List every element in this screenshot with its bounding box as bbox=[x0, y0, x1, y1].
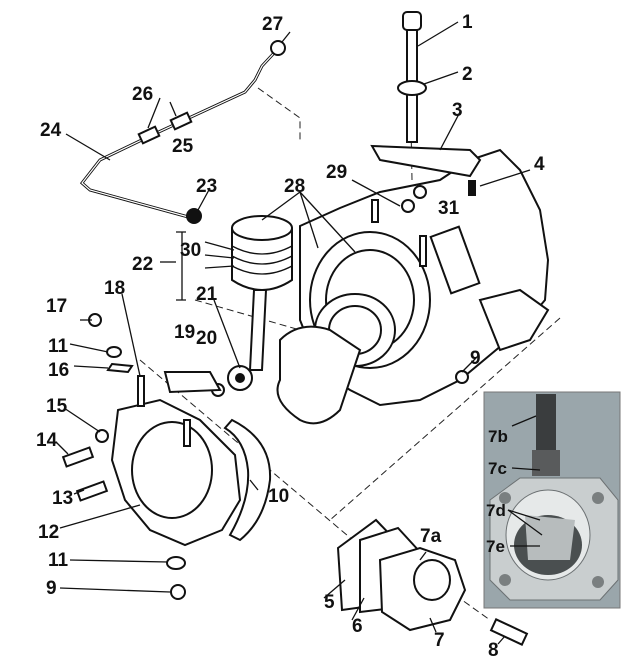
washer-2 bbox=[397, 80, 427, 96]
nut-29 bbox=[401, 199, 415, 213]
label-28: 28 bbox=[284, 176, 305, 197]
label-2: 2 bbox=[462, 64, 473, 85]
stud-18 bbox=[137, 375, 145, 407]
piston-assembly bbox=[211, 215, 362, 425]
inset-label-7b: 7b bbox=[488, 427, 508, 446]
label-10: 10 bbox=[268, 486, 289, 507]
inset-photo bbox=[483, 391, 621, 609]
inset-label-7d: 7d bbox=[486, 501, 506, 520]
label-22: 22 bbox=[132, 254, 153, 275]
stud-28 bbox=[371, 199, 379, 223]
washer-11-top bbox=[106, 346, 122, 358]
pipe-union-nut bbox=[270, 40, 286, 56]
long-bolt bbox=[397, 11, 427, 143]
nut-9-bottom bbox=[170, 584, 186, 600]
leader-lines bbox=[55, 21, 531, 645]
pipe-banjo-23 bbox=[186, 208, 202, 224]
inset-label-7c: 7c bbox=[488, 459, 507, 478]
label-12: 12 bbox=[38, 522, 59, 543]
label-18: 18 bbox=[104, 278, 125, 299]
label-9-bottom: 9 bbox=[46, 578, 57, 599]
label-20: 20 bbox=[196, 328, 217, 349]
label-30: 30 bbox=[180, 240, 201, 261]
gasket-10 bbox=[223, 418, 272, 542]
label-9-right: 9 bbox=[470, 348, 481, 369]
label-17: 17 bbox=[46, 296, 67, 317]
nut-31 bbox=[413, 185, 427, 199]
pipe-nut-25 bbox=[169, 111, 193, 131]
label-11-top: 11 bbox=[48, 336, 69, 357]
label-7: 7 bbox=[434, 630, 445, 651]
label-6: 6 bbox=[352, 616, 363, 637]
label-19: 19 bbox=[174, 322, 195, 343]
label-4: 4 bbox=[534, 154, 545, 175]
washer-11-bottom bbox=[166, 556, 186, 570]
label-25: 25 bbox=[172, 136, 194, 157]
label-11-bottom: 11 bbox=[48, 550, 69, 571]
bolt-8 bbox=[489, 618, 529, 646]
crank-web bbox=[276, 325, 362, 425]
lockwasher-16 bbox=[106, 362, 134, 374]
label-29: 29 bbox=[326, 162, 347, 183]
stud-4 bbox=[468, 180, 476, 196]
connecting-rod bbox=[248, 289, 268, 371]
cover-plate-3 bbox=[370, 144, 482, 178]
label-24: 24 bbox=[40, 120, 62, 141]
label-31: 31 bbox=[438, 198, 460, 219]
label-1: 1 bbox=[462, 12, 473, 33]
label-14: 14 bbox=[36, 430, 58, 451]
part-labels: 1 2 3 4 27 26 25 24 23 28 29 31 30 22 21… bbox=[36, 12, 545, 661]
label-7a: 7a bbox=[420, 526, 442, 547]
label-21: 21 bbox=[196, 284, 218, 305]
pipe-olive-26 bbox=[137, 125, 161, 145]
oil-pump-assembly bbox=[336, 518, 529, 646]
label-16: 16 bbox=[48, 360, 69, 381]
washer-15 bbox=[95, 429, 109, 443]
label-3: 3 bbox=[452, 100, 463, 121]
bolt-9-right bbox=[455, 370, 469, 384]
gasket-18 bbox=[163, 371, 222, 394]
label-5: 5 bbox=[324, 592, 335, 613]
inset-label-7e: 7e bbox=[486, 537, 505, 556]
label-27: 27 bbox=[262, 14, 283, 35]
oil-pipe bbox=[79, 40, 286, 224]
bolt-14 bbox=[61, 446, 95, 468]
label-15: 15 bbox=[46, 396, 68, 417]
label-13: 13 bbox=[52, 488, 73, 509]
rear-cover bbox=[61, 313, 272, 600]
label-23: 23 bbox=[196, 176, 217, 197]
crankcase-housing bbox=[299, 144, 550, 407]
inset-labels: 7b 7c 7d 7e bbox=[486, 427, 508, 556]
label-8: 8 bbox=[488, 640, 499, 661]
label-26: 26 bbox=[132, 84, 153, 105]
bolt-13 bbox=[75, 480, 109, 502]
